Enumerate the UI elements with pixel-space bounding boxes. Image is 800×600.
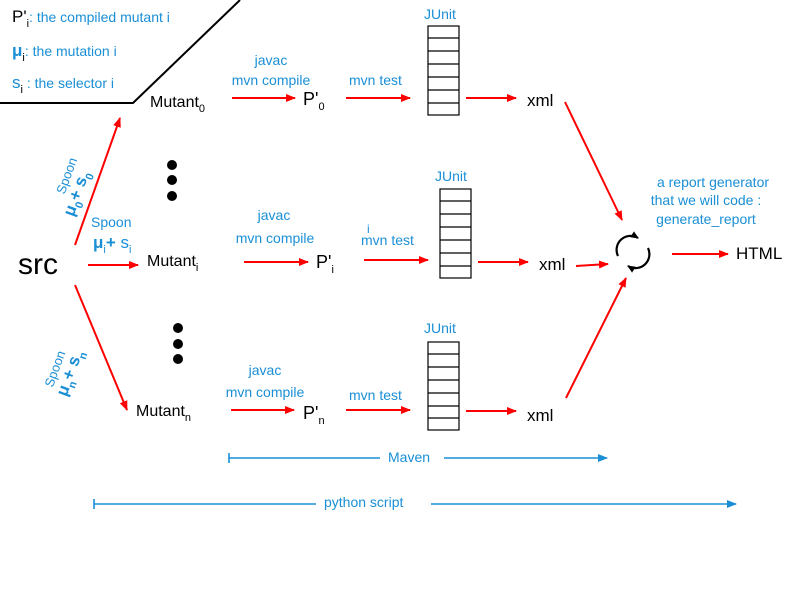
legend-s-text: : the selector i [22,75,114,91]
ellipsis-dots-icon [167,160,177,201]
mutant-text: Mutant [147,253,196,270]
html-output-label: HTML [736,244,783,263]
spoon-text-i: Spoon [91,214,132,230]
legend-border [0,0,241,104]
formula-plus: + [105,233,116,252]
junit-grid-icon [427,341,460,431]
legend-p-symbol: P'i: the compiled mutant i [12,8,170,30]
junit-label-n: JUnit [424,320,456,336]
legend-mu-letter: μ [12,41,23,60]
formula-s: s [120,233,130,252]
p-prime-0: P'0 [303,90,325,113]
p-prime-n: P'n [303,404,325,427]
report-generator-line3: generate_report [656,211,756,227]
xml-label-i: xml [539,255,566,274]
arrow-xml0-to-report [564,101,623,221]
arrow-src-to-mutant0 [74,117,121,246]
p-text: P' [316,252,332,272]
junit-grid-icon [439,188,472,279]
legend-s: si : the selector i [12,74,114,96]
arrow-xmli-to-report [575,260,609,269]
formula-sub: i [129,244,132,256]
p-sub: 0 [318,101,325,113]
p-text: P' [303,403,319,423]
arrow-src-to-mutantn [74,284,128,411]
mvn-compile-label-n: mvn compile [225,384,305,400]
xml-label-0: xml [527,91,554,110]
arrow-xmln-to-report [565,277,627,399]
mutant-sub: 0 [198,103,206,115]
mvn-compile-label-i: mvn compile [235,230,315,246]
report-generator-line2: that we will code : [650,192,762,208]
formula-mu: μ [93,233,104,252]
legend-s-sub: i [20,84,23,96]
mvn-test-label-n: mvn test [349,387,402,403]
mutant-text: Mutant [150,94,199,111]
mutant-0: Mutant0 [150,95,205,115]
javac-label-i: javac [257,207,291,223]
mutant-sub: n [184,412,192,424]
mvn-compile-label-0: mvn compile [231,72,311,88]
junit-label-i: JUnit [435,168,467,184]
stray-i-label: i [367,222,370,236]
p-sub: i [331,264,334,276]
cycle-arrows-icon [615,231,651,273]
formula-plus: + [58,366,80,383]
legend-mu-sub: i [22,52,25,64]
mutant-sub: i [195,262,199,274]
p-sub: n [318,415,325,427]
ellipsis-dots-icon [173,323,183,364]
legend-p-letter: P' [12,7,27,26]
legend-s-letter: s [12,73,21,92]
report-generator-line1: a report generator [656,174,770,190]
formula-plus: + [64,187,87,204]
legend-p-sub: i [26,18,30,30]
p-text: P' [303,89,319,109]
mvn-test-label-0: mvn test [349,72,402,88]
src-label: src [18,248,58,281]
junit-label-0: JUnit [424,6,456,22]
legend-mu-text: : the mutation i [24,43,117,59]
spoon-formula-i: μi+ si [93,234,131,256]
legend-p-text: : the compiled mutant i [29,9,170,25]
python-script-label: python script [324,494,404,510]
formula-sub: i [103,244,106,256]
javac-label-n: javac [248,362,282,378]
junit-grid-icon [427,25,460,116]
legend-mu: μi: the mutation i [12,42,117,64]
javac-label-0: javac [254,52,288,68]
mutant-text: Mutant [136,403,185,420]
mutant-i: Mutanti [147,254,198,274]
xml-label-n: xml [527,406,554,425]
maven-label: Maven [388,449,431,465]
p-prime-i: P'i [316,253,334,276]
mvn-test-label-i: mvn test [361,232,414,248]
mutant-n: Mutantn [136,404,191,424]
